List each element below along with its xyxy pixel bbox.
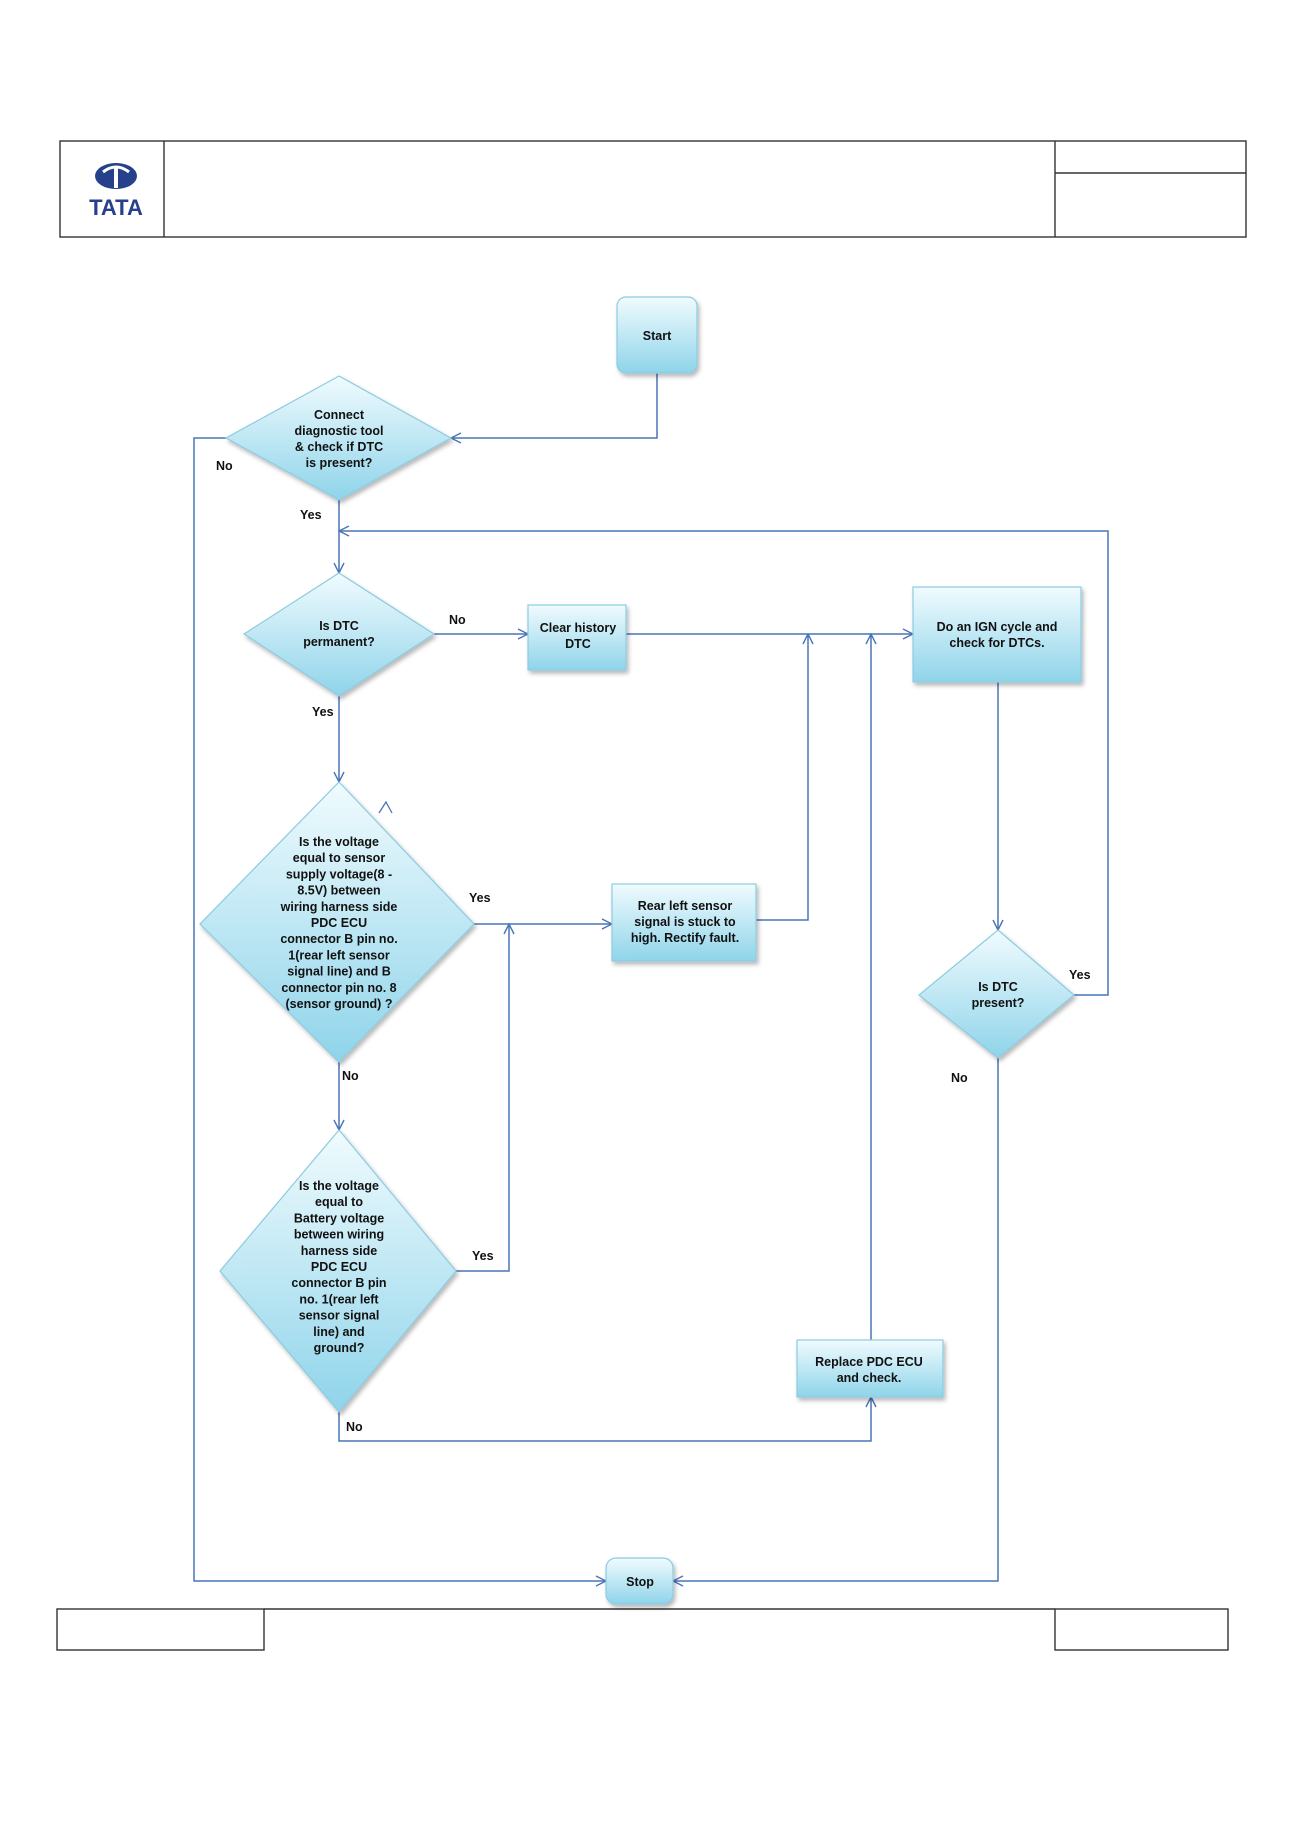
label-permanent-yes: Yes — [312, 705, 334, 719]
node-label-line: high. Rectify fault. — [631, 931, 739, 945]
connectors — [193, 373, 1109, 1581]
node-label-line: connector pin no. 8 — [281, 981, 396, 995]
label-check-no: No — [216, 459, 233, 473]
footer-frame — [56, 1608, 1229, 1651]
edge-labels: No Yes No Yes Yes No Yes No Yes No — [216, 459, 1091, 1434]
node-label-line: Is DTC — [319, 619, 359, 633]
edge-present-no-to-stop — [673, 1058, 999, 1581]
node-label-line: line) and — [313, 1325, 364, 1339]
node-label-line: PDC ECU — [311, 916, 367, 930]
node-label-line: signal line) and B — [287, 965, 391, 979]
edge-rear-to-ign — [756, 634, 808, 921]
node-label-line: Is the voltage — [299, 1179, 379, 1193]
node-replace-ecu: Replace PDC ECU and check. — [796, 1339, 944, 1398]
node-label-line: Connect — [314, 408, 365, 422]
label-check-yes: Yes — [300, 508, 322, 522]
node-check-dtc: Connect diagnostic tool & check if DTC is p… — [224, 375, 453, 501]
node-label-line: present? — [972, 996, 1025, 1010]
node-label-line: Do an IGN cycle and — [937, 620, 1058, 634]
node-label-line: permanent? — [303, 635, 375, 649]
label-present-yes: Yes — [1069, 968, 1091, 982]
node-stop: Stop — [605, 1557, 674, 1605]
label-battery-no: No — [346, 1420, 363, 1434]
node-dtc-present: Is DTC present? — [918, 929, 1075, 1059]
edge-start-to-check — [451, 373, 658, 438]
node-label-line: wiring harness side — [280, 900, 398, 914]
node-label-line: Battery voltage — [294, 1211, 384, 1225]
edge-battery-no-to-replace — [338, 1397, 871, 1442]
label-supply-no: No — [342, 1069, 359, 1083]
header-frame — [59, 140, 1247, 238]
node-ign-cycle-label: Do an IGN cycle and check for DTCs. — [937, 620, 1058, 650]
node-voltage-supply: Is the voltage equal to sensor supply volt… — [199, 781, 475, 1063]
label-battery-yes: Yes — [472, 1249, 494, 1263]
node-voltage-supply-label: Is the voltage equal to sensor supply volt… — [280, 835, 398, 1011]
node-label-line: diagnostic tool — [295, 424, 384, 438]
node-label-line: Rear left sensor — [638, 899, 733, 913]
node-start: Start — [616, 296, 698, 374]
node-label-line: 8.5V) between — [297, 884, 380, 898]
node-dtc-present-label: Is DTC present? — [972, 980, 1025, 1010]
node-label-line: PDC ECU — [311, 1260, 367, 1274]
stray-caret-mark — [378, 800, 393, 814]
node-permanent-label: Is DTC permanent? — [303, 619, 375, 649]
node-rear-left: Rear left sensor signal is stuck to high. … — [611, 883, 757, 962]
node-label-line: Is the voltage — [299, 835, 379, 849]
node-stop-label: Stop — [626, 1575, 654, 1589]
edge-present-yes-loop — [339, 531, 1109, 996]
node-replace-ecu-label: Replace PDC ECU and check. — [815, 1355, 923, 1385]
node-start-label: Start — [643, 329, 672, 343]
label-permanent-no: No — [449, 613, 466, 627]
node-label-line: signal is stuck to — [634, 915, 736, 929]
node-label-line: sensor signal — [299, 1309, 380, 1323]
node-label-line: supply voltage(8 - — [286, 867, 392, 881]
node-check-dtc-label: Connect diagnostic tool & check if DTC is p… — [295, 408, 384, 470]
label-present-no: No — [951, 1071, 968, 1085]
node-label-line: no. 1(rear left — [299, 1292, 379, 1306]
node-label-line: harness side — [301, 1244, 377, 1258]
tata-logo: TATA — [89, 163, 143, 220]
node-label-line: DTC — [565, 637, 591, 651]
node-label-line: 1(rear left sensor — [288, 948, 390, 962]
node-label-line: between wiring — [294, 1228, 384, 1242]
node-label-line: equal to — [315, 1195, 363, 1209]
node-label-line: (sensor ground) ? — [286, 997, 393, 1011]
node-permanent: Is DTC permanent? — [242, 572, 436, 697]
label-supply-yes: Yes — [469, 891, 491, 905]
node-label-line: Clear history — [540, 621, 616, 635]
node-voltage-battery-label: Is the voltage equal to Battery voltage bet… — [291, 1179, 386, 1355]
edge-check-no-to-stop — [193, 437, 606, 1581]
node-label-line: equal to sensor — [293, 851, 386, 865]
node-label-line: connector B pin — [291, 1276, 386, 1290]
node-label-line: and check. — [837, 1371, 902, 1385]
node-label-line: is present? — [306, 456, 373, 470]
node-ign-cycle: Do an IGN cycle and check for DTCs. — [912, 586, 1082, 683]
node-label-line: & check if DTC — [295, 440, 383, 454]
node-label-line: check for DTCs. — [949, 636, 1044, 650]
edge-battery-yes-to-rear — [456, 924, 509, 1272]
node-label-line: Is DTC — [978, 980, 1018, 994]
node-label-line: ground? — [314, 1341, 365, 1355]
node-voltage-battery: Is the voltage equal to Battery voltage bet… — [219, 1129, 457, 1413]
node-rear-left-label: Rear left sensor signal is stuck to high. … — [631, 899, 739, 945]
node-label-line: connector B pin no. — [280, 932, 397, 946]
node-label-line: Replace PDC ECU — [815, 1355, 923, 1369]
logo-wordmark: TATA — [89, 195, 143, 220]
